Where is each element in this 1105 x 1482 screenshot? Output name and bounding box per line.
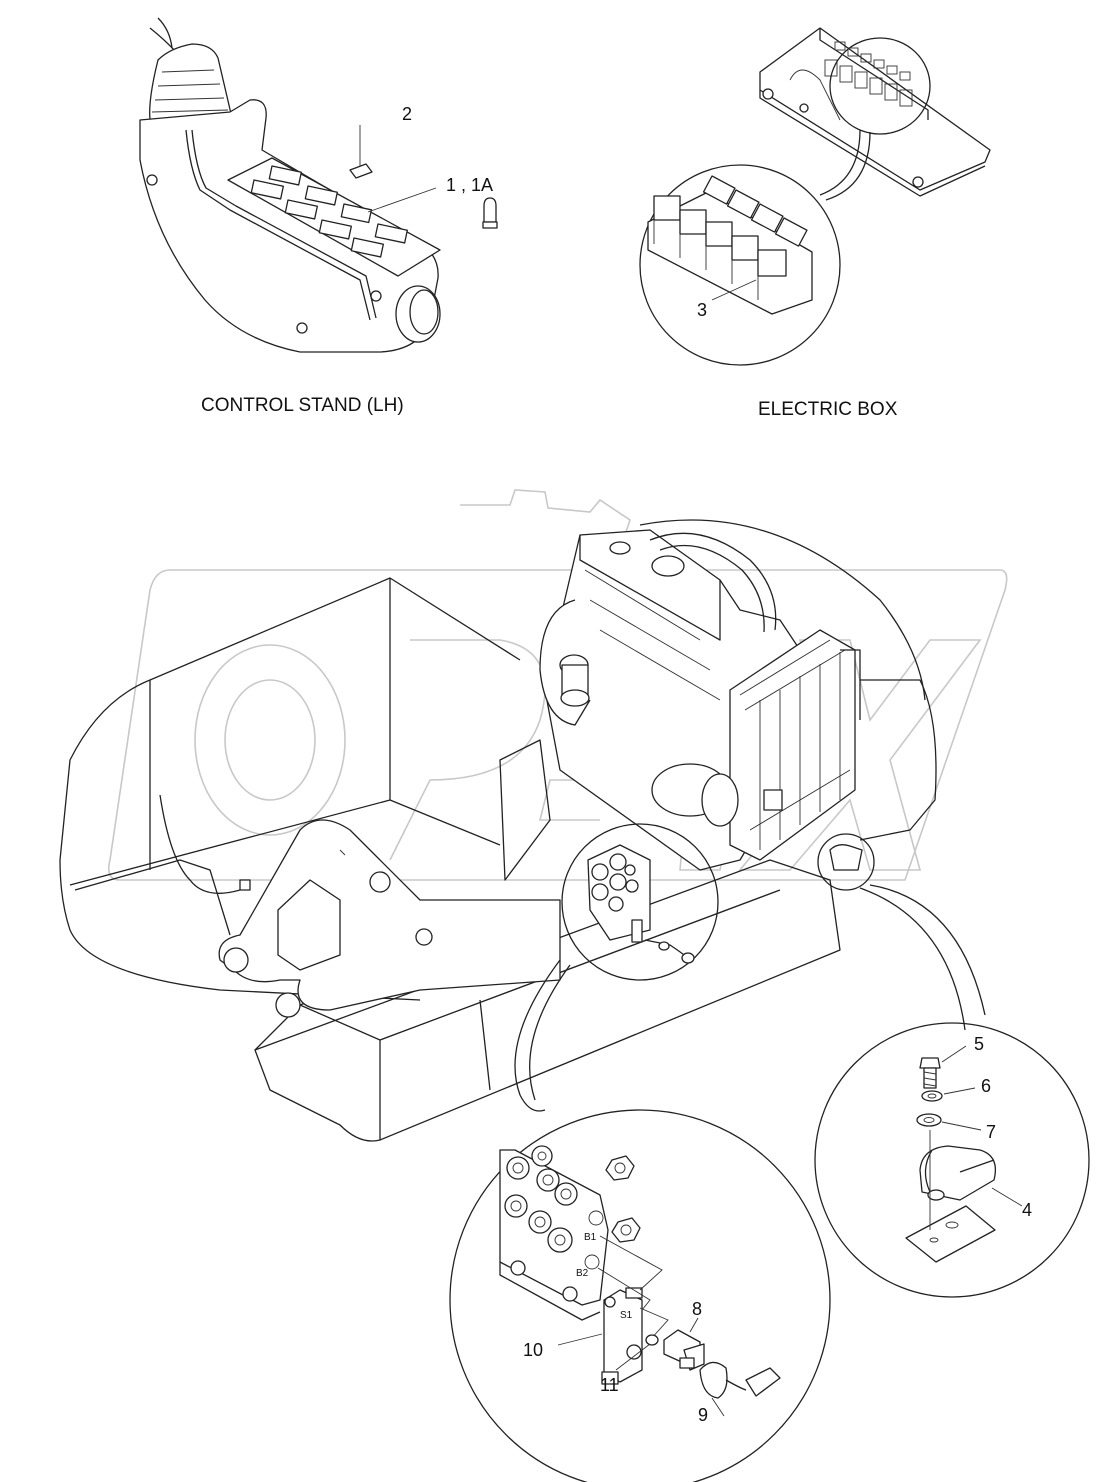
control-stand-illustration <box>139 17 498 353</box>
switch-block-detail-illustration <box>449 1109 831 1482</box>
callout-7: 7 <box>986 1122 996 1142</box>
callout-5: 5 <box>974 1034 984 1054</box>
watermark-logo <box>107 489 1008 881</box>
callout-3: 3 <box>697 300 707 320</box>
caption-control-stand: CONTROL STAND (LH) <box>201 395 404 416</box>
callout-11: 11 <box>600 1375 619 1395</box>
machine-frame-illustration <box>59 519 986 1142</box>
clip-detail-illustration <box>814 1022 1090 1298</box>
caption-electric-box: ELECTRIC BOX <box>758 399 898 420</box>
callout-2: 2 <box>402 104 412 124</box>
port-label-b2: B2 <box>576 1268 589 1279</box>
callout-1-1a: 1 , 1A <box>446 175 493 195</box>
callout-10: 10 <box>523 1340 543 1360</box>
callout-9: 9 <box>698 1405 708 1425</box>
callout-6: 6 <box>981 1076 991 1096</box>
callout-8: 8 <box>692 1299 702 1319</box>
electric-box-illustration <box>639 27 991 366</box>
port-label-s1: S1 <box>620 1310 633 1321</box>
callout-4: 4 <box>1022 1200 1032 1220</box>
port-label-b1: B1 <box>584 1232 597 1243</box>
